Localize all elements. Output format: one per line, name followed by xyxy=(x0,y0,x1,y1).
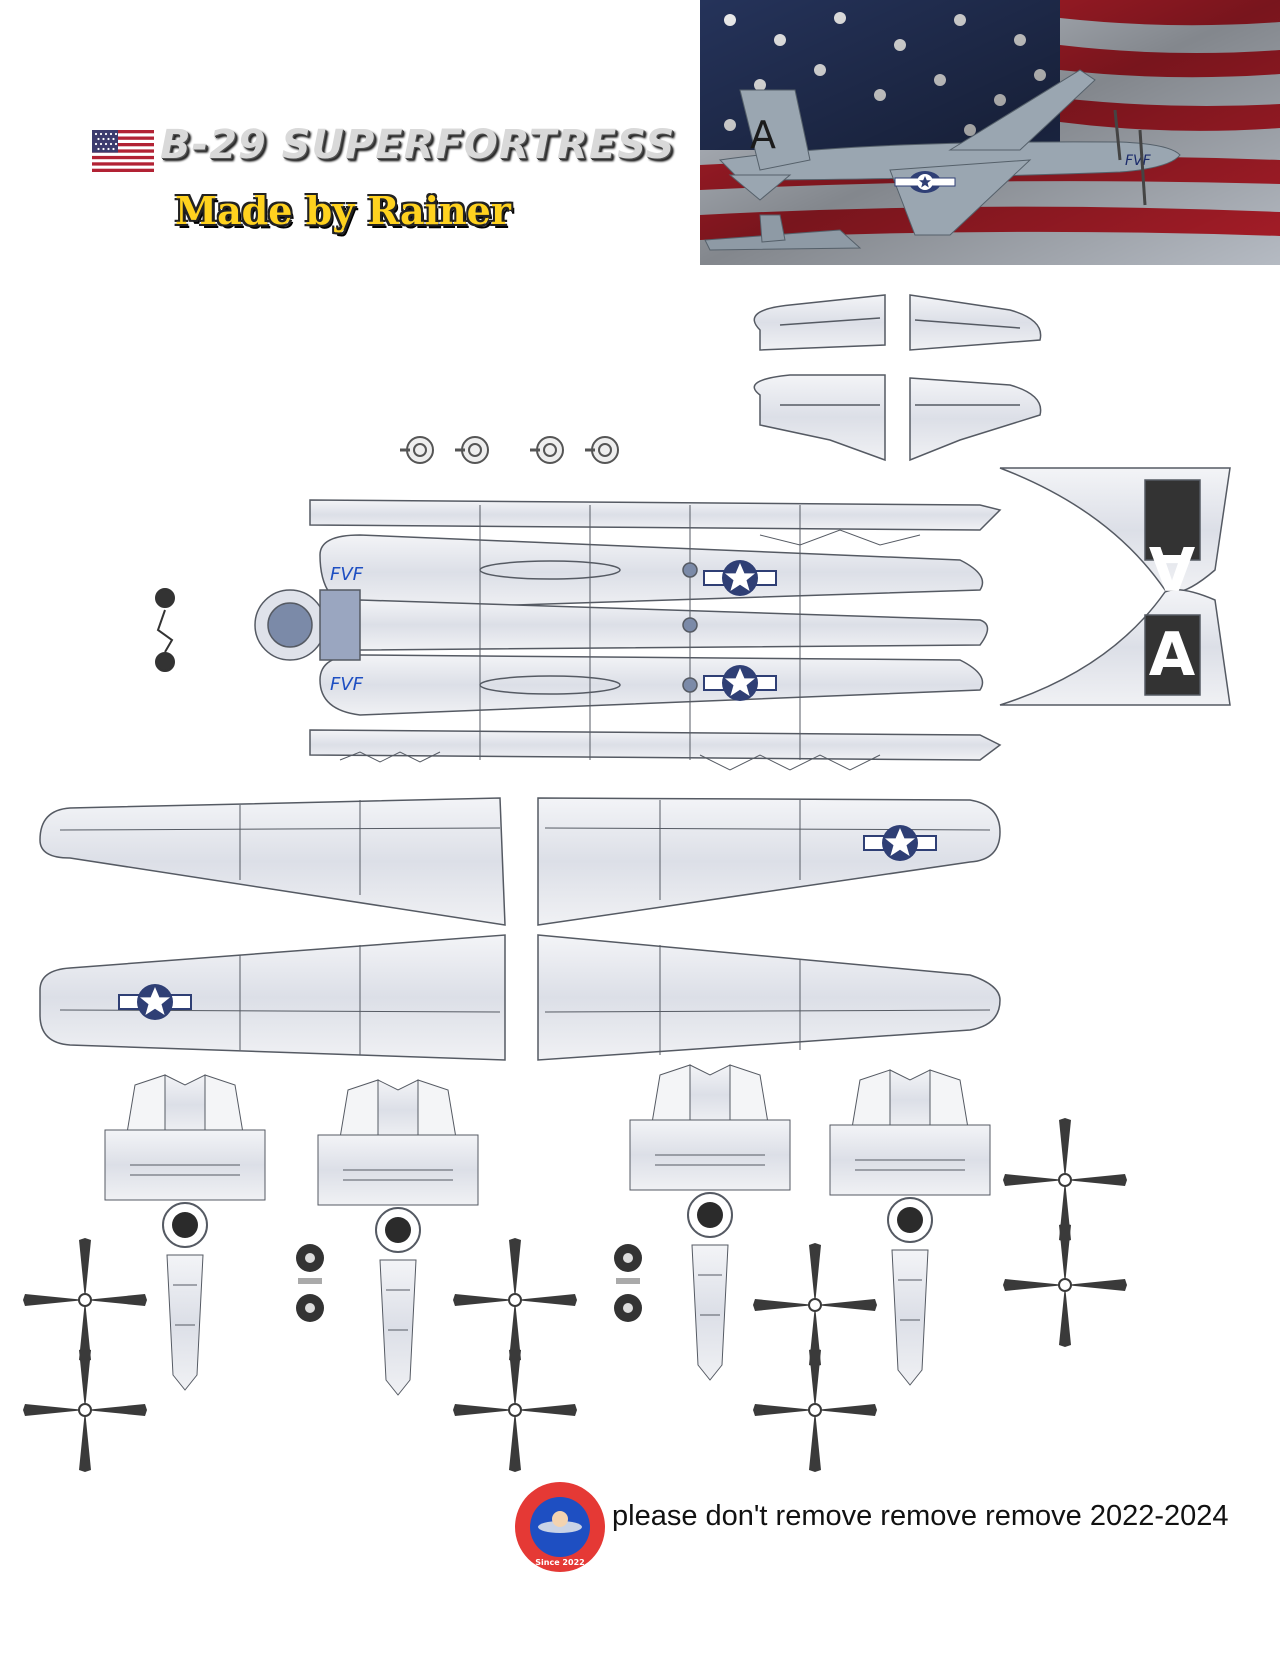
propeller-icon xyxy=(1113,109,1147,206)
wheel-icon xyxy=(614,1244,642,1322)
turret-icon xyxy=(398,435,435,465)
propeller-icon xyxy=(22,1347,148,1473)
hero-photo: A FVF xyxy=(700,0,1280,265)
engine-nacelle xyxy=(629,1064,791,1381)
page-title: B-29 SUPERFORTRESS xyxy=(160,122,676,168)
author-credit: Made by Rainer xyxy=(175,188,511,233)
wheel-icon xyxy=(296,1244,324,1322)
turret-icon xyxy=(453,435,490,465)
nose-glazing xyxy=(254,589,361,661)
photo-nose-art: FVF xyxy=(1125,153,1152,169)
propeller-icon xyxy=(752,1347,878,1473)
vertical-tail xyxy=(999,467,1231,706)
engine-nacelle xyxy=(104,1074,266,1391)
aircraft-photo xyxy=(704,69,1181,251)
copyright-notice: please don't remove remove remove 2022-2… xyxy=(612,1500,1229,1532)
logo-badge-icon xyxy=(515,1482,605,1572)
tail-letter-bottom: A xyxy=(1149,620,1196,690)
propeller-icon xyxy=(452,1237,578,1363)
nose-art-top: FVF xyxy=(330,564,364,585)
fuselage xyxy=(309,499,1002,771)
engine-nacelle xyxy=(317,1079,479,1396)
propeller-icon xyxy=(452,1347,578,1473)
wings xyxy=(39,797,1001,1061)
propeller-icon xyxy=(22,1237,148,1363)
badge-year: Since 2022 xyxy=(535,1558,584,1567)
nose-gear xyxy=(155,588,175,672)
engine-nacelle xyxy=(829,1069,991,1386)
turret-icon xyxy=(528,435,565,465)
us-flag-icon xyxy=(92,130,154,172)
turret-icon xyxy=(583,435,620,465)
propeller-icon xyxy=(1002,1222,1128,1348)
tail-letter-top: A xyxy=(1148,532,1195,602)
gun-turrets xyxy=(398,435,620,465)
photo-tail-letter: A xyxy=(750,113,776,157)
horizontal-stabilizers xyxy=(753,294,1042,462)
star-roundel-icon xyxy=(894,171,956,193)
nose-art-bottom: FVF xyxy=(330,674,364,695)
engine-nacelles xyxy=(104,1064,991,1396)
